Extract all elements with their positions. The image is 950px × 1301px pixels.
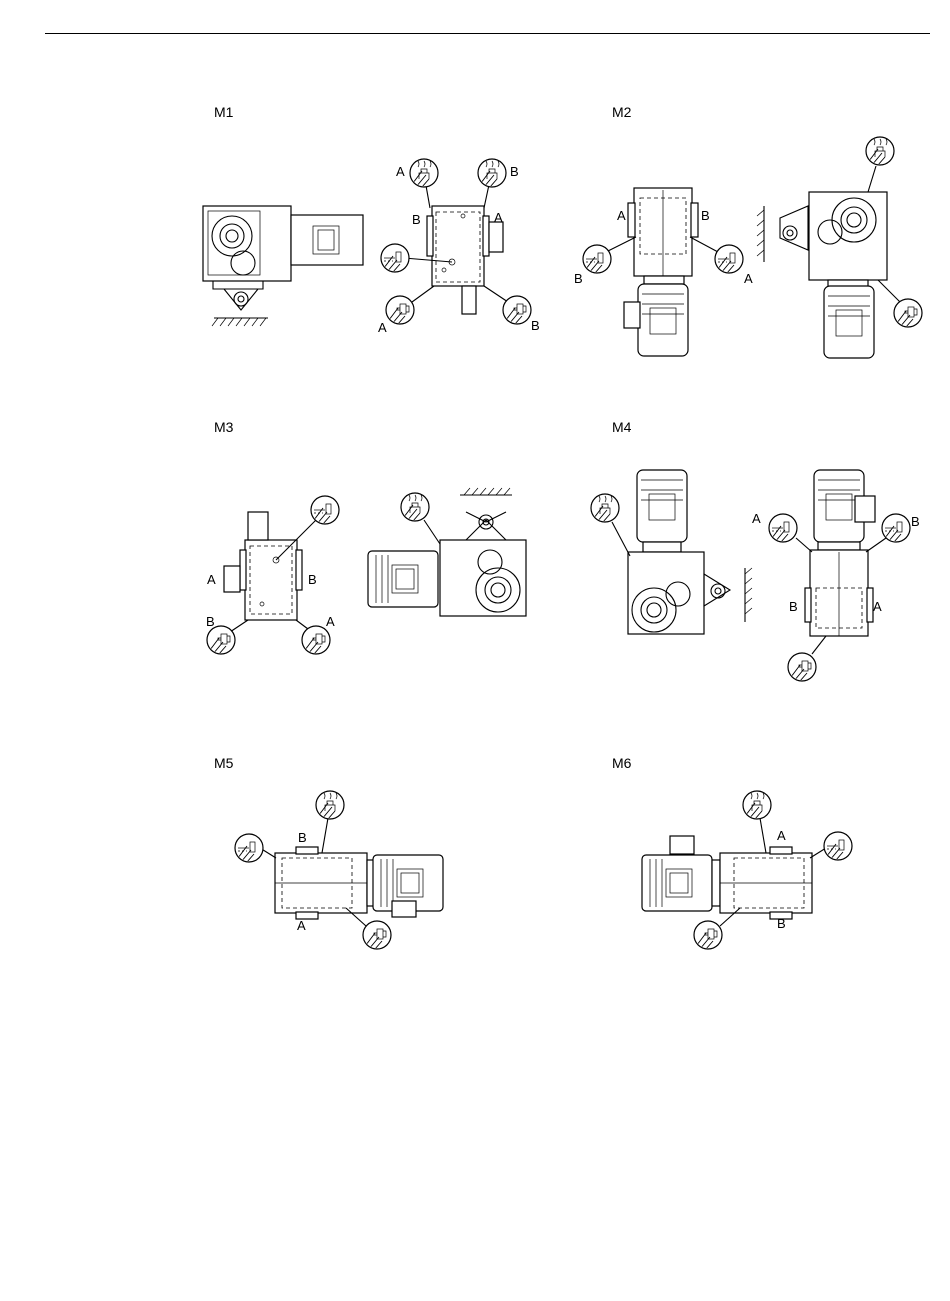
m3-drain-icon-a	[302, 626, 330, 654]
m4-side-view	[612, 470, 752, 634]
m1-breather-icon-b	[478, 159, 506, 187]
m1-oil-level-icon	[381, 244, 409, 272]
m5-top-view	[260, 818, 443, 926]
m3-breather-icon	[401, 493, 429, 521]
m5-level-icon	[235, 834, 263, 862]
m4-breather-icon	[591, 494, 619, 522]
m6-label-b: B	[777, 916, 786, 931]
m3-label-b-bottom: B	[206, 614, 215, 629]
m2-side-view	[757, 166, 900, 358]
m2-level-icon-a	[715, 245, 743, 273]
m2-level-icon-b	[583, 245, 611, 273]
m2-label-a-bottom: A	[744, 271, 753, 286]
m4-front-view	[796, 470, 886, 654]
m1-label-b-left: B	[412, 212, 421, 227]
m3-label-a-left: A	[207, 572, 216, 587]
m6-top-view	[642, 818, 826, 926]
m6-breather-icon	[743, 791, 771, 819]
m3-front-view	[224, 512, 316, 632]
m2-breather-icon	[866, 137, 894, 165]
m6-label-a: A	[777, 828, 786, 843]
m2-label-a-left: A	[617, 208, 626, 223]
m3-label-b-right: B	[308, 572, 317, 587]
m5-breather-icon	[316, 791, 344, 819]
m3-label-a-bottom: A	[326, 614, 335, 629]
m1-front-view	[404, 180, 508, 314]
m1-label-b-bottom: B	[531, 318, 540, 333]
m2-label-b-bottom: B	[574, 271, 583, 286]
m2-drain-icon	[894, 299, 922, 327]
m1-side-view	[203, 206, 363, 326]
m4-label-b-left: B	[789, 599, 798, 614]
m6-drain-icon	[694, 921, 722, 949]
m4-level-icon-b	[882, 514, 910, 542]
m3-drain-icon-b	[207, 626, 235, 654]
m4-drain-icon	[788, 653, 816, 681]
m5-label-b: B	[298, 830, 307, 845]
m1-label-a-right: A	[494, 210, 503, 225]
m5-label-a: A	[297, 918, 306, 933]
m1-breather-icon-a	[410, 159, 438, 187]
m2-label-b-right: B	[701, 208, 710, 223]
m4-label-a-top: A	[752, 511, 761, 526]
m1-label-a-top: A	[396, 164, 405, 179]
m3-side-view	[368, 488, 526, 616]
m4-label-b-top: B	[911, 514, 920, 529]
m3-level-icon	[311, 496, 339, 524]
m1-drain-icon-b	[503, 296, 531, 324]
m1-label-b-top: B	[510, 164, 519, 179]
m1-label-a-bottom: A	[378, 320, 387, 335]
m5-drain-icon	[363, 921, 391, 949]
m4-level-icon-a	[769, 514, 797, 542]
m1-drain-icon-a	[386, 296, 414, 324]
m6-level-icon	[824, 832, 852, 860]
m4-label-a-right: A	[873, 599, 882, 614]
